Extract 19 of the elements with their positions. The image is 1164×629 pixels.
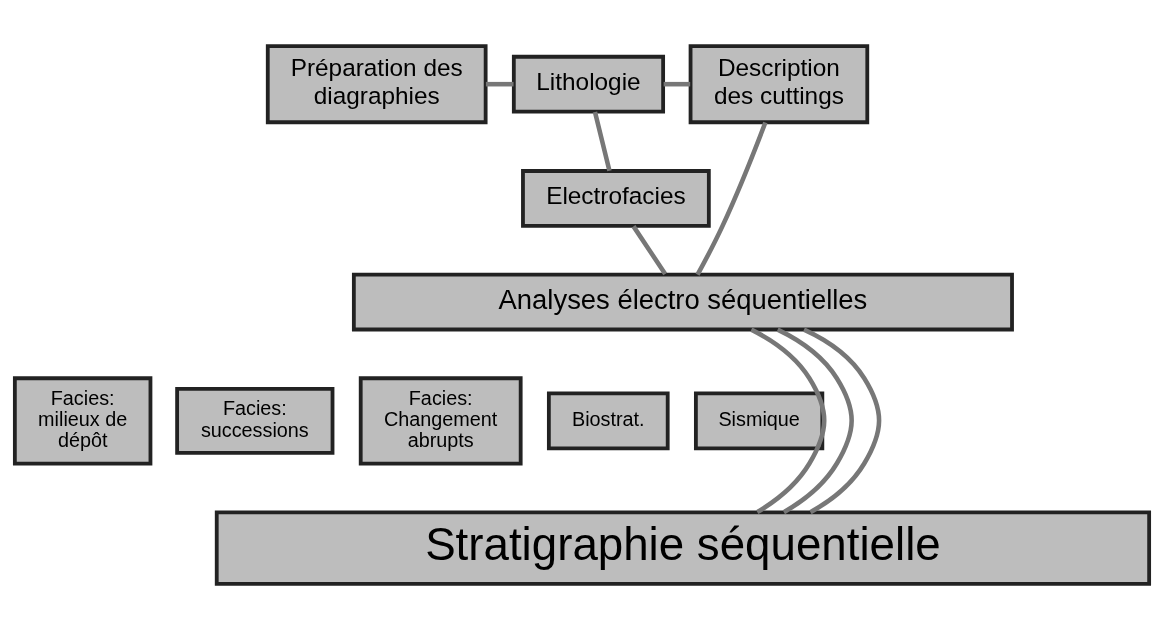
- node-box: Electrofacies: [521, 168, 711, 228]
- node-box: Description des cuttings: [688, 43, 870, 124]
- node-box: Lithologie: [511, 54, 666, 113]
- connector: [695, 121, 768, 276]
- connector: [485, 81, 514, 86]
- node-box: Facies: Changement abrupts: [358, 375, 523, 465]
- node-box: Préparation des diagraphies: [265, 43, 488, 124]
- node-box: Facies: successions: [175, 386, 335, 455]
- node-box: Analyses électro séquentielles: [351, 272, 1014, 331]
- node-box: Sismique: [694, 391, 825, 450]
- connector: [631, 224, 668, 275]
- node-box: Stratigraphie séquentielle: [214, 509, 1152, 586]
- node-box: Facies: milieux de dépôt: [12, 375, 153, 465]
- node-box: Biostrat.: [546, 391, 670, 450]
- connector: [663, 81, 691, 86]
- connector: [776, 327, 854, 514]
- connector: [803, 327, 882, 514]
- connector: [592, 111, 612, 171]
- connector: [750, 327, 827, 514]
